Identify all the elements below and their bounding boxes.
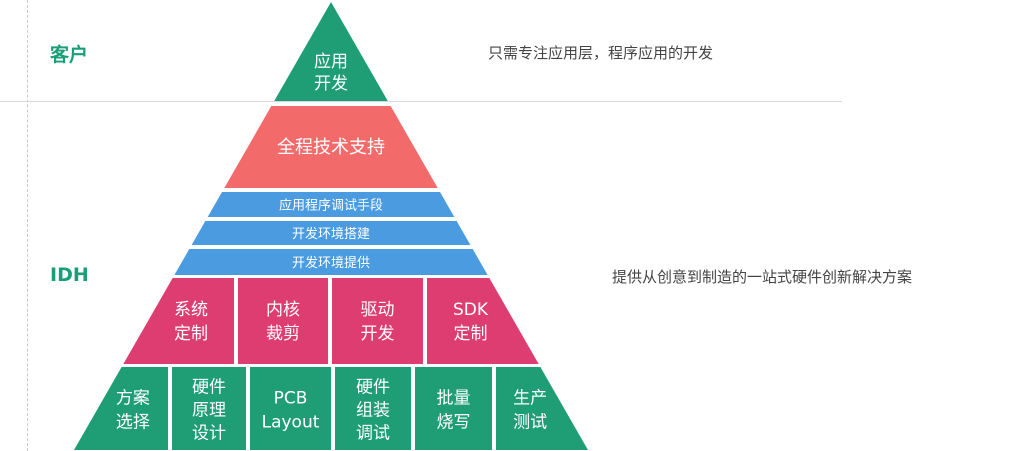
service-block-label: 定制 bbox=[174, 324, 208, 344]
hardware-block-label: 生产 bbox=[513, 389, 547, 409]
service-block bbox=[427, 278, 539, 364]
hardware-block bbox=[496, 367, 588, 450]
service-block-label: SDK bbox=[453, 300, 489, 320]
apex-label: 开发 bbox=[314, 74, 348, 94]
service-block-label: 定制 bbox=[453, 324, 487, 344]
toolchain-band-label: 应用程序调试手段 bbox=[279, 198, 383, 214]
service-block bbox=[238, 278, 328, 364]
hardware-block-label: 选择 bbox=[116, 413, 150, 433]
toolchain-band-label: 开发环境搭建 bbox=[292, 226, 370, 242]
idh-description: 提供从创意到制造的一站式硬件创新解决方案 bbox=[612, 268, 913, 286]
hardware-block-label: 设计 bbox=[192, 424, 226, 444]
toolchain-band bbox=[207, 192, 455, 217]
apex-label: 应用 bbox=[314, 52, 348, 72]
hardware-block-label: 原理 bbox=[192, 401, 226, 421]
toolchain-band-label: 开发环境提供 bbox=[292, 255, 370, 271]
hardware-block-label: 调试 bbox=[356, 424, 390, 444]
service-block-label: 驱动 bbox=[361, 300, 395, 320]
hardware-block-label: 批量 bbox=[437, 389, 471, 409]
hardware-block-label: 方案 bbox=[116, 389, 150, 409]
service-block bbox=[123, 278, 234, 364]
hardware-block bbox=[415, 367, 492, 450]
toolchain-band bbox=[174, 249, 488, 275]
service-block-label: 裁剪 bbox=[266, 324, 300, 344]
hardware-block bbox=[250, 367, 331, 450]
hardware-block bbox=[335, 367, 411, 450]
toolchain-band bbox=[191, 221, 471, 245]
hardware-block bbox=[172, 367, 246, 450]
level-label-idh: IDH bbox=[50, 264, 89, 286]
hardware-block-label: PCB bbox=[274, 389, 308, 409]
service-block-label: 系统 bbox=[174, 300, 208, 320]
hardware-block-label: 组装 bbox=[356, 401, 390, 421]
level-label-customer: 客户 bbox=[50, 44, 89, 66]
hardware-block-label: 硬件 bbox=[192, 378, 226, 398]
hardware-block-label: Layout bbox=[262, 413, 320, 433]
support-segment bbox=[224, 106, 438, 188]
support-label: 全程技术支持 bbox=[277, 137, 385, 158]
section-divider bbox=[0, 101, 842, 102]
vertical-guide-line bbox=[27, 0, 28, 451]
hardware-block-label: 硬件 bbox=[356, 378, 390, 398]
hardware-block-label: 测试 bbox=[513, 413, 547, 433]
hardware-block-label: 烧写 bbox=[437, 413, 471, 433]
hardware-block bbox=[74, 367, 168, 450]
apex-segment bbox=[274, 2, 388, 101]
service-block-label: 内核 bbox=[266, 300, 300, 320]
service-block bbox=[332, 278, 423, 364]
service-block-label: 开发 bbox=[361, 324, 395, 344]
customer-description: 只需专注应用层，程序应用的开发 bbox=[488, 44, 714, 62]
